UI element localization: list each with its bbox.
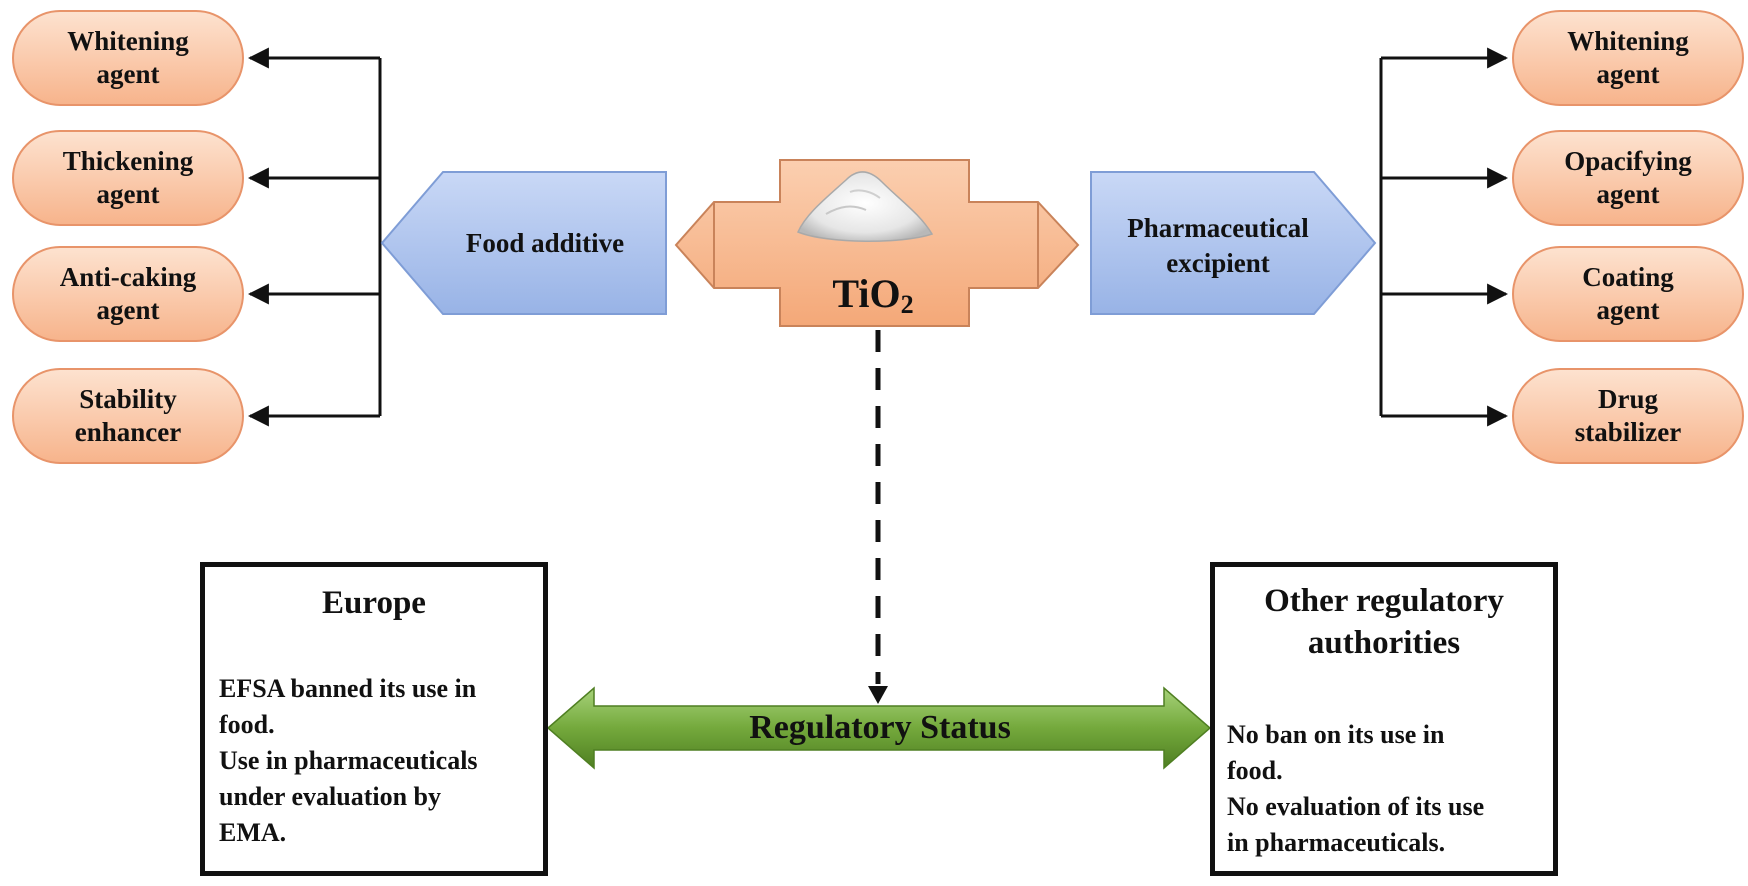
- food-additive-label: Food additive: [465, 227, 625, 258]
- regulatory-dashed-arrowhead: [868, 686, 888, 704]
- pharma-excipient-label: Pharmaceutical excipient: [1127, 213, 1309, 278]
- pharma-excipient-shape: [1090, 171, 1377, 315]
- food-use-connectors: [247, 47, 382, 427]
- food-additive-shape: [380, 171, 667, 315]
- pharma-use-connectors: [1379, 47, 1509, 427]
- europe-box: Europe EFSA banned its use in food. Use …: [200, 562, 548, 876]
- europe-description: EFSA banned its use in food. Use in phar…: [219, 674, 478, 847]
- regulatory-status-label: Regulatory Status: [749, 709, 1011, 746]
- other-authorities-box: Other regulatory authorities No ban on i…: [1210, 562, 1558, 876]
- other-authorities-title: Other regulatory authorities: [1264, 583, 1504, 661]
- tio2-powder-image: [796, 171, 934, 242]
- europe-title: Europe: [322, 585, 426, 621]
- other-authorities-description: No ban on its use in food. No evaluation…: [1227, 720, 1485, 857]
- tio2-formula: TiO2: [832, 271, 914, 319]
- center-double-arrow: [674, 159, 1080, 327]
